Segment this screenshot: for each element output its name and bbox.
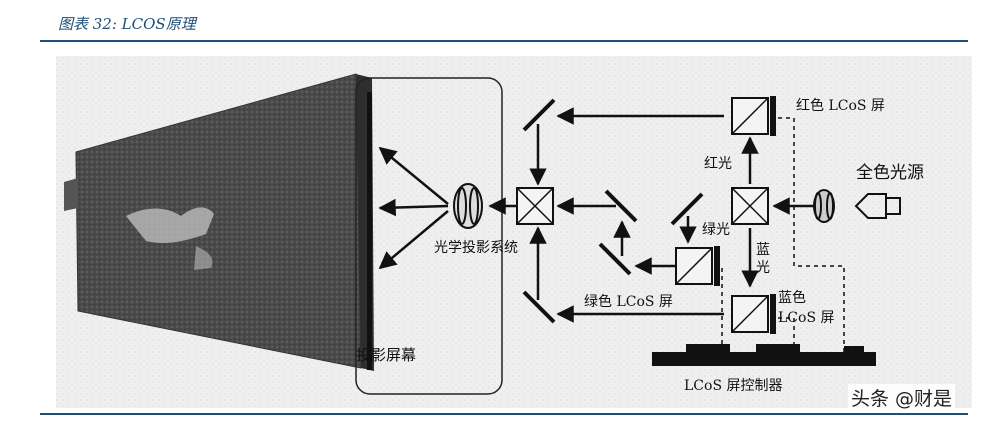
mirror-green-split <box>670 192 704 226</box>
central-splitter <box>731 187 769 225</box>
label-red-screen: 红色 LCoS 屏 <box>796 97 885 114</box>
label-blue-screen-1: 蓝色 <box>778 289 806 306</box>
bottom-rule <box>40 413 968 415</box>
lcos-diagram: 红色 LCoS 屏 全色光源 红光 绿光 蓝 光 光学投影系统 绿色 LCoS … <box>56 56 972 408</box>
projection-lens <box>453 183 483 229</box>
projection-screen <box>367 92 372 370</box>
tv-device <box>64 73 374 371</box>
red-prism <box>731 96 776 136</box>
mirror-bottom <box>522 290 556 324</box>
label-projection-system: 光学投影系统 <box>434 240 518 256</box>
label-projection-screen: 投影屏幕 <box>356 346 416 364</box>
light-source <box>772 189 901 223</box>
label-controller: LCoS 屏控制器 <box>684 378 782 394</box>
label-green-screen: 绿色 LCoS 屏 <box>584 293 673 310</box>
figure-caption: 图表 32: LCOS原理 <box>58 15 196 33</box>
label-blue-screen-2: LCoS 屏 <box>778 310 834 326</box>
watermark: 头条 @财是 <box>848 384 956 411</box>
mirror-mid <box>604 189 638 223</box>
caption-rule <box>40 40 968 42</box>
blue-prism <box>731 294 776 334</box>
label-green-light: 绿光 <box>702 222 730 238</box>
projection-box <box>355 77 503 395</box>
mirror-top <box>522 98 556 132</box>
combining-prism <box>516 187 554 225</box>
controller-base <box>652 344 876 366</box>
green-prism <box>675 246 720 286</box>
label-red-light: 红光 <box>704 156 732 172</box>
label-full-light: 全色光源 <box>856 163 924 183</box>
label-blue-light-2: 光 <box>756 260 770 276</box>
label-blue-light-1: 蓝 <box>756 242 770 258</box>
mirror-green-a <box>598 242 632 276</box>
